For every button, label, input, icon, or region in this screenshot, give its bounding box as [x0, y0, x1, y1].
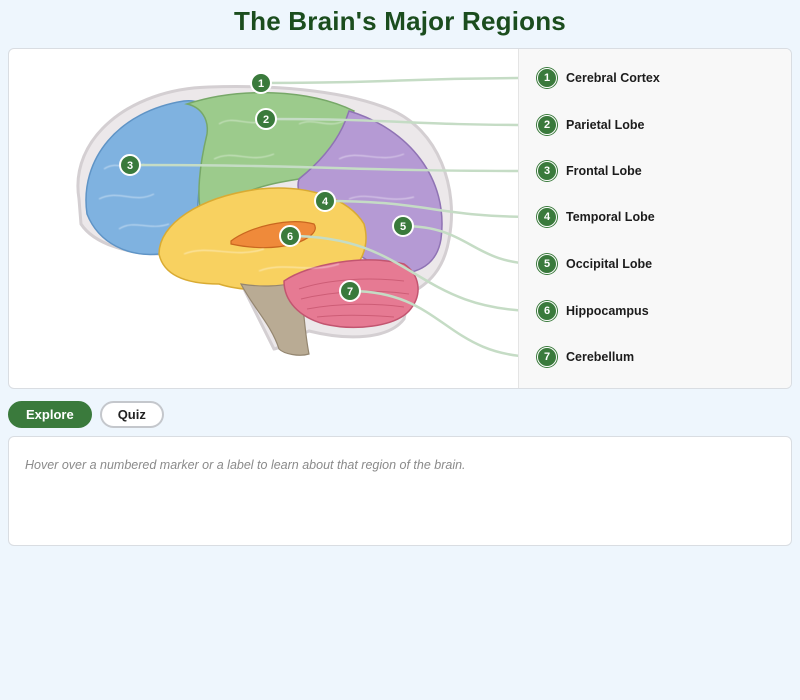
marker-frontal-lobe[interactable]: 3	[119, 154, 141, 176]
legend-item-cerebellum[interactable]: 7 Cerebellum	[537, 345, 634, 369]
legend-number-badge: 7	[537, 347, 557, 367]
connector-line-occipital-lobe	[402, 224, 518, 264]
legend-number-badge: 4	[537, 207, 557, 227]
info-hint-text: Hover over a numbered marker or a label …	[25, 458, 466, 472]
marker-temporal-lobe[interactable]: 4	[314, 190, 336, 212]
legend-item-occipital-lobe[interactable]: 5 Occipital Lobe	[537, 252, 652, 276]
region-legend: 1 Cerebral Cortex 2 Parietal Lobe 3 Frontal L…	[518, 49, 791, 388]
marker-number: 3	[127, 160, 133, 172]
brain-illustration: 1 2 3 4 5 6 7	[9, 49, 518, 388]
marker-number: 7	[347, 286, 353, 298]
marker-parietal-lobe[interactable]: 2	[255, 108, 277, 130]
marker-number: 4	[322, 196, 329, 208]
legend-label: Parietal Lobe	[566, 118, 645, 132]
legend-number-badge: 1	[537, 68, 557, 88]
marker-circle	[392, 215, 414, 237]
legend-number-badge: 2	[537, 115, 557, 135]
marker-circle	[339, 280, 361, 302]
mode-switch: Explore Quiz	[8, 401, 164, 428]
marker-number: 6	[287, 231, 293, 243]
quiz-button[interactable]: Quiz	[99, 401, 164, 428]
legend-label: Frontal Lobe	[566, 164, 642, 178]
legend-label: Occipital Lobe	[566, 257, 653, 271]
marker-cerebellum[interactable]: 7	[339, 280, 361, 302]
connector-line-cerebral-cortex	[260, 76, 518, 85]
info-panel: Hover over a numbered marker or a label …	[8, 436, 792, 546]
connector-line-hippocampus	[289, 234, 518, 312]
marker-occipital-lobe[interactable]: 5	[392, 215, 414, 237]
legend-number-badge: 3	[537, 161, 557, 181]
explore-button[interactable]: Explore	[8, 401, 92, 428]
connector-line-temporal-lobe	[324, 199, 518, 219]
marker-circle	[255, 108, 277, 130]
marker-circle	[279, 225, 301, 247]
legend-number-badge: 5	[537, 254, 557, 274]
page-title: The Brain's Major Regions	[234, 6, 566, 36]
legend-label: Hippocampus	[566, 304, 649, 318]
legend-item-cerebral-cortex[interactable]: 1 Cerebral Cortex	[537, 66, 660, 90]
legend-item-temporal-lobe[interactable]: 4 Temporal Lobe	[537, 205, 655, 229]
legend-label: Temporal Lobe	[566, 210, 655, 224]
legend-item-parietal-lobe[interactable]: 2 Parietal Lobe	[537, 113, 645, 137]
marker-cerebral-cortex[interactable]: 1	[250, 72, 272, 94]
marker-hippocampus[interactable]: 6	[279, 225, 301, 247]
marker-number: 1	[258, 78, 264, 90]
marker-number: 2	[263, 114, 269, 126]
marker-circle	[314, 190, 336, 212]
legend-label: Cerebellum	[566, 350, 635, 364]
connector-layer: 1 2 3 4 5 6 7	[119, 72, 518, 357]
connector-line-frontal-lobe	[129, 163, 518, 173]
marker-number: 5	[400, 221, 406, 233]
parietal-region	[184, 91, 355, 226]
connector-line-cerebellum	[349, 289, 518, 357]
legend-item-frontal-lobe[interactable]: 3 Frontal Lobe	[537, 159, 642, 183]
marker-circle	[119, 154, 141, 176]
legend-number-badge: 6	[537, 301, 557, 321]
legend-label: Cerebral Cortex	[566, 71, 660, 85]
legend-item-hippocampus[interactable]: 6 Hippocampus	[537, 299, 649, 323]
connector-line-parietal-lobe	[265, 117, 518, 127]
marker-circle	[250, 72, 272, 94]
